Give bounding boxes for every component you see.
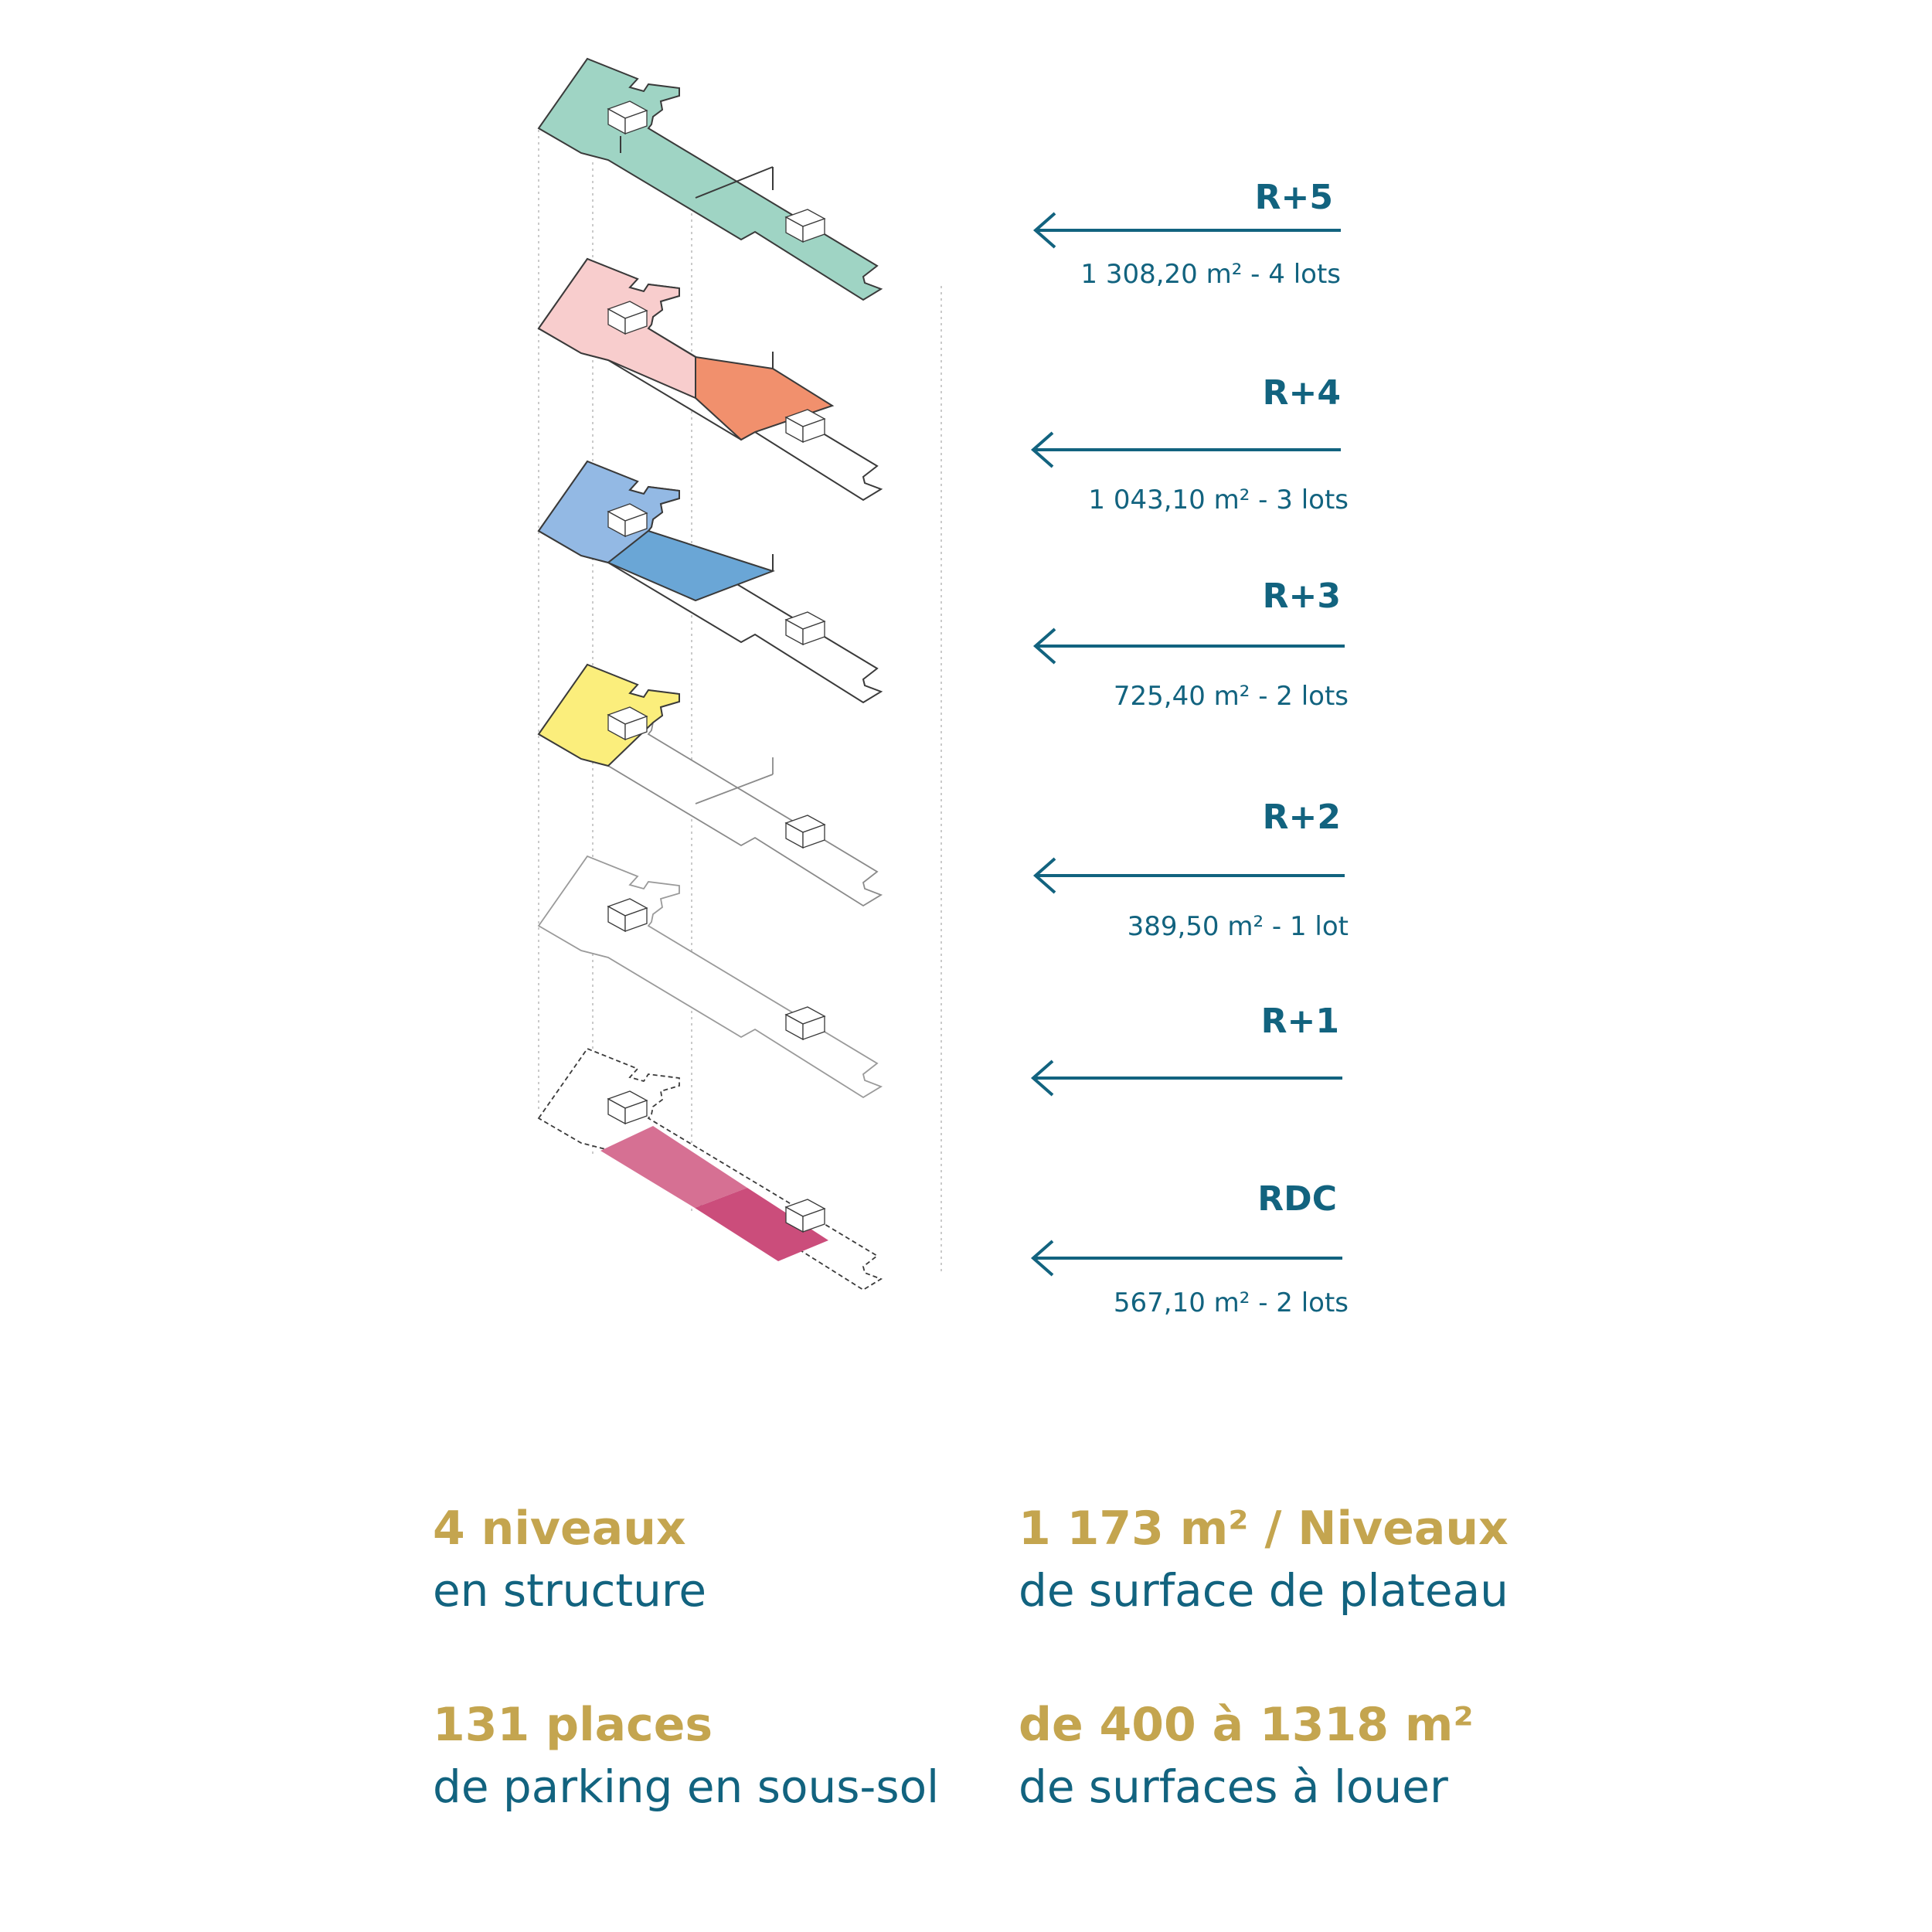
stat-value: 131 places [433,1698,713,1752]
floor-r3 [537,460,882,703]
level-info: 725,40 m² - 2 lots [1114,681,1349,712]
level-label: R+5 [1255,178,1333,217]
stat-surface-per-level: 1 173 m² / Niveaux de surface de plateau [1019,1498,1509,1621]
floor-rdc [538,1048,882,1291]
stat-levels: 4 niveaux en structure [433,1498,706,1621]
level-info: 1 308,20 m² - 4 lots [1080,259,1341,290]
level-label: R+4 [1263,373,1341,413]
arrow-head-icon [1030,431,1054,468]
level-label: R+2 [1263,798,1341,837]
level-r4: R+4 1 043,10 m² - 3 lots [1030,373,1349,515]
level-rdc: RDC 567,10 m² - 2 lots [1030,1179,1349,1318]
stat-rental-surface: de 400 à 1318 m² de surfaces à louer [1019,1694,1474,1818]
level-r3: R+3 725,40 m² - 2 lots [1032,577,1349,712]
stat-caption: en structure [433,1564,707,1617]
level-info: 1 043,10 m² - 3 lots [1088,485,1349,515]
arrow-head-icon [1030,1240,1054,1277]
arrow-head-icon [1032,212,1056,249]
stat-value: 1 173 m² / Niveaux [1019,1502,1509,1556]
level-label: RDC [1257,1179,1337,1219]
level-label: R+3 [1263,577,1341,616]
stat-value: 4 niveaux [433,1502,686,1556]
level-r1: R+1 [1030,1002,1342,1097]
stat-value: de 400 à 1318 m² [1019,1698,1474,1752]
stat-parking: 131 places de parking en sous-sol [433,1694,939,1818]
stat-caption: de surface de plateau [1019,1564,1509,1617]
level-r2: R+2 389,50 m² - 1 lot [1032,798,1349,942]
stat-caption: de parking en sous-sol [433,1760,940,1813]
floor-r2 [537,663,882,906]
stat-caption: de surfaces à louer [1019,1760,1448,1813]
level-r5: R+5 1 308,20 m² - 4 lots [1032,178,1341,290]
arrow-head-icon [1032,857,1056,894]
floor-r5 [538,58,882,301]
floor-r4 [537,257,882,501]
arrow-head-icon [1032,628,1056,665]
level-info: 389,50 m² - 1 lot [1128,911,1349,942]
arrow-head-icon [1030,1060,1054,1097]
level-info: 567,10 m² - 2 lots [1114,1287,1349,1318]
level-label: R+1 [1261,1002,1339,1041]
